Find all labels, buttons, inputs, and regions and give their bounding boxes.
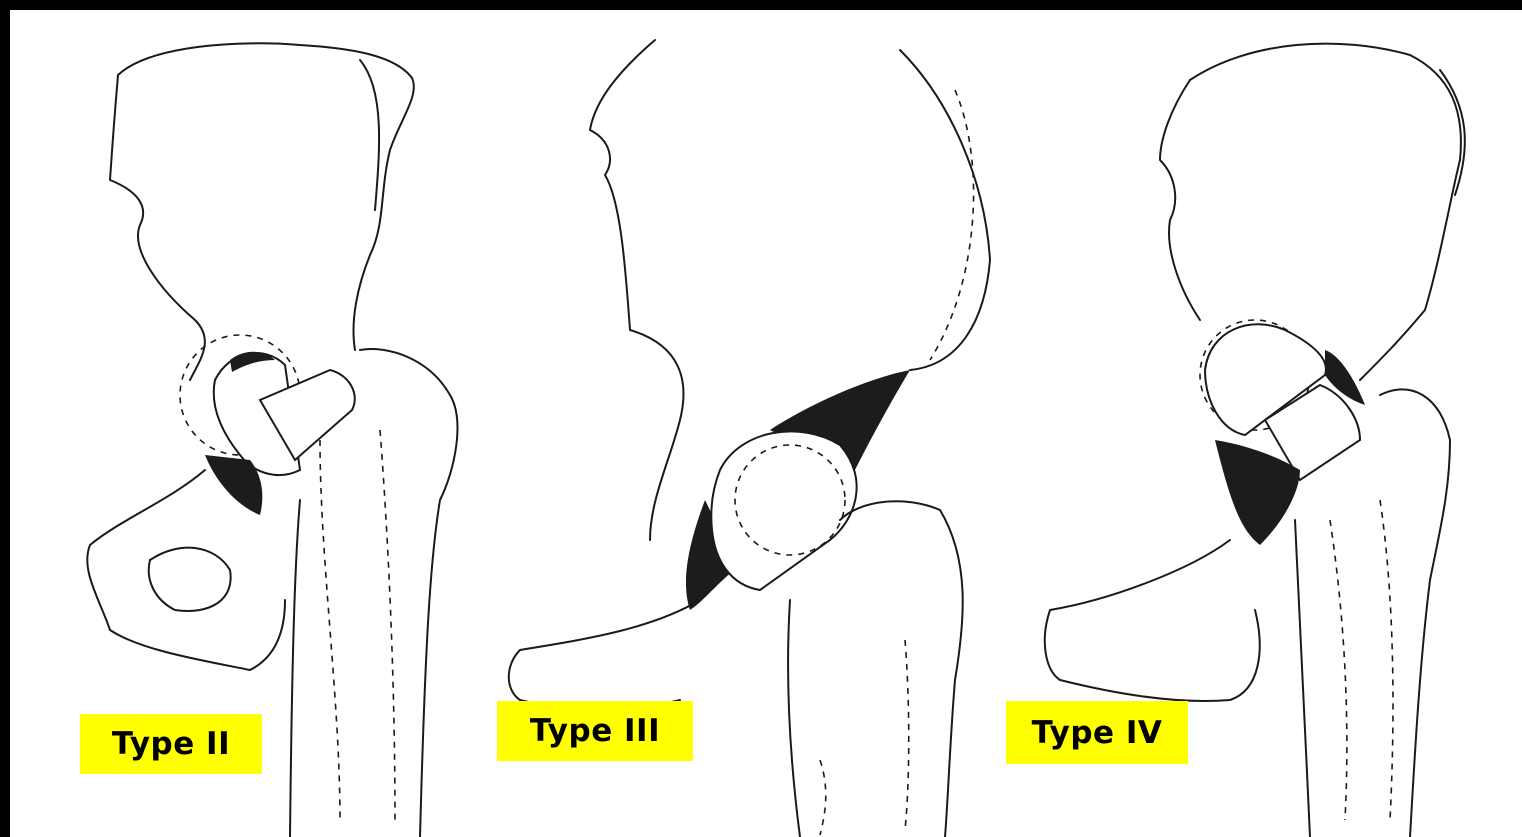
label-type-2: Type II bbox=[80, 714, 262, 774]
label-type-4: Type IV bbox=[1006, 701, 1188, 764]
label-type-3: Type III bbox=[497, 701, 693, 761]
